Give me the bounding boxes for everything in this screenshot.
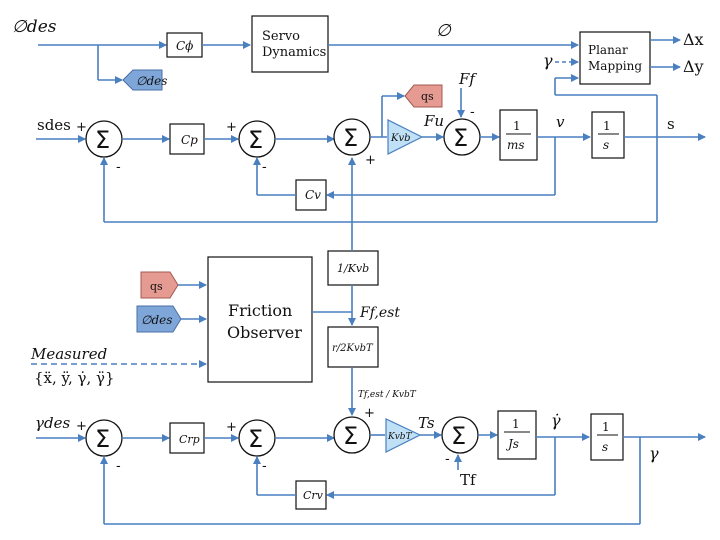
svg-text:Σ: Σ — [248, 126, 263, 154]
cv-block: Cv — [295, 179, 327, 211]
svg-text:+: + — [365, 153, 376, 168]
gamma-dot-label: γ̇ — [551, 411, 561, 430]
tf-est-label: Tf,est / KvbT — [358, 390, 417, 400]
tf-label: Tf — [460, 471, 477, 489]
svg-text:Js: Js — [505, 437, 519, 451]
svg-text:-: - — [262, 459, 267, 474]
svg-text:Dynamics: Dynamics — [262, 45, 326, 60]
svg-text:Crv: Crv — [303, 489, 324, 502]
svg-text:+: + — [76, 419, 87, 434]
c-phi-block: Cϕ — [166, 32, 203, 58]
ff-label: Ff — [458, 70, 477, 88]
fu-label: Fu — [423, 112, 444, 130]
svg-text:Kvb: Kvb — [390, 133, 411, 144]
svg-text:r/2KvbT: r/2KvbT — [332, 343, 374, 354]
phi-des-tag: ∅des — [122, 69, 167, 91]
ts-label: Ts — [418, 414, 435, 432]
svg-text:Cϕ: Cϕ — [176, 39, 193, 53]
svg-text:1: 1 — [603, 119, 611, 133]
svg-text:+: + — [226, 420, 237, 435]
sum-g3: Σ — [333, 416, 371, 454]
crp-block: Crp — [169, 422, 205, 454]
servo-dynamics-block: Servo Dynamics — [251, 15, 329, 73]
observer-section: qs ∅des Measured {ẍ, ÿ, γ̇, γ̈} Friction… — [30, 157, 417, 416]
svg-text:Σ: Σ — [248, 425, 263, 453]
svg-text:Friction: Friction — [228, 301, 292, 320]
svg-text:ms: ms — [507, 138, 525, 152]
s-output-label: s — [667, 115, 675, 133]
svg-text:-: - — [445, 452, 450, 467]
svg-text:Servo: Servo — [262, 29, 300, 44]
svg-text:Planar: Planar — [588, 43, 628, 57]
svg-text:Observer: Observer — [227, 323, 302, 342]
svg-text:+: + — [226, 120, 237, 135]
phi-des-input-label: ∅des — [12, 17, 57, 37]
svg-text:Σ: Σ — [95, 126, 110, 154]
measured-label: Measured — [30, 345, 107, 363]
kvbt-gain: KvbT — [385, 418, 422, 453]
svg-text:-: - — [262, 160, 267, 175]
sum-s4: Σ — [443, 118, 481, 156]
ff-est-label: Ff,est — [359, 305, 400, 321]
svg-text:Σ: Σ — [451, 422, 466, 450]
v-label: v — [556, 113, 565, 131]
svg-text:1: 1 — [602, 420, 610, 434]
sum-s2: Σ — [238, 120, 276, 158]
phi-path: ∅des ∅des Cϕ Servo Dynamics ∅ γ Planar M… — [12, 15, 704, 91]
measured-set-label: {ẍ, ÿ, γ̇, γ̈} — [34, 369, 115, 387]
kvb-gain: Kvb — [387, 119, 424, 155]
svg-text:KvbT: KvbT — [387, 432, 413, 442]
planar-mapping-block: Planar Mapping — [579, 31, 651, 85]
phi-des-tag-mid: ∅des — [136, 305, 182, 333]
svg-text:Mapping: Mapping — [588, 59, 642, 73]
sum-g1: Σ — [85, 419, 123, 457]
dx-output-label: Δx — [683, 30, 704, 49]
qs-tag-top: qs — [404, 84, 443, 108]
phi-signal-label: ∅ — [436, 21, 452, 41]
sum-s3: Σ — [333, 118, 371, 156]
svg-text:+: + — [364, 406, 375, 421]
svg-text:qs: qs — [150, 280, 163, 293]
r-over-2kvbt-block: r/2KvbT — [327, 326, 379, 368]
s-des-input-label: sdes — [37, 116, 71, 134]
gamma-output-label: γ — [649, 444, 659, 463]
dy-output-label: Δy — [683, 57, 704, 76]
svg-text:Σ: Σ — [343, 422, 358, 450]
crv-block: Crv — [295, 480, 327, 510]
svg-text:∅des: ∅des — [141, 313, 172, 327]
svg-text:qs: qs — [421, 90, 434, 103]
svg-text:Σ: Σ — [95, 425, 110, 453]
svg-text:1: 1 — [512, 417, 520, 431]
gamma-des-input-label: γdes — [35, 414, 70, 432]
svg-text:Σ: Σ — [453, 124, 468, 152]
svg-text:Cp: Cp — [181, 133, 198, 147]
svg-text:-: - — [116, 160, 121, 175]
svg-text:Crp: Crp — [179, 433, 200, 446]
svg-text:Cv: Cv — [305, 188, 321, 202]
svg-text:-: - — [470, 105, 475, 120]
one-over-js-block: 1 Js — [497, 410, 537, 460]
sum-g4: Σ — [441, 416, 479, 454]
svg-text:+: + — [76, 120, 87, 135]
gamma-loop: γdes + Σ - Crp + Σ - Σ + KvbT T — [35, 406, 706, 525]
qs-tag-mid: qs — [140, 271, 179, 299]
friction-observer-block: Friction Observer — [207, 256, 313, 383]
s-loop: sdes + Σ - Cp + Σ - Σ + Kvb Fu — [36, 70, 706, 223]
one-over-kvb-block: 1/Kvb — [327, 250, 379, 286]
one-over-ms-block: 1 ms — [499, 109, 538, 161]
gamma-mapping-input-label: γ — [543, 51, 553, 70]
svg-text:∅des: ∅des — [136, 74, 167, 88]
svg-text:1/Kvb: 1/Kvb — [337, 262, 369, 275]
sum-g2: Σ — [238, 419, 276, 457]
svg-text:s: s — [603, 138, 609, 152]
sum-s1: Σ — [85, 120, 123, 158]
one-over-s-block-bottom: 1 s — [590, 413, 624, 461]
svg-text:-: - — [116, 459, 121, 474]
svg-text:Σ: Σ — [343, 124, 358, 152]
svg-text:1: 1 — [513, 119, 521, 133]
cp-block: Cp — [169, 123, 205, 155]
one-over-s-block-top: 1 s — [591, 111, 625, 159]
svg-text:s: s — [602, 440, 608, 454]
